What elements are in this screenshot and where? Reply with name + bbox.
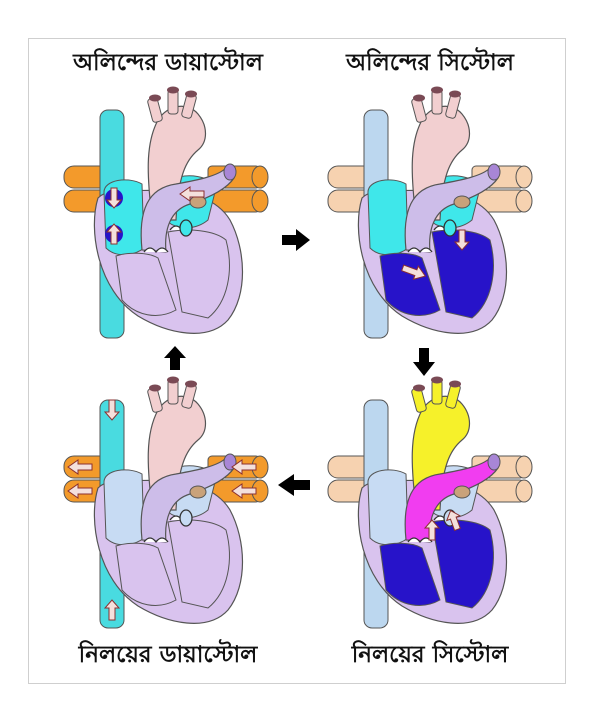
step-arrow-down [413, 348, 435, 376]
step-arrow-left [278, 474, 310, 496]
label-atrial-diastole: অলিন্দের ডায়াস্টোল [73, 50, 263, 76]
heart-ventricular-diastole [63, 375, 269, 629]
step-arrow-right [282, 229, 310, 251]
label-ventricular-systole: নিলয়ের সিস্টোল [351, 642, 509, 668]
step-arrow-up [164, 346, 186, 370]
label-ventricular-diastole: নিলয়ের ডায়াস্টোল [78, 642, 258, 668]
label-atrial-systole: অলিন্দের সিস্টোল [346, 50, 514, 76]
heart-ventricular-systole [327, 375, 533, 629]
heart-atrial-diastole [63, 85, 269, 339]
heart-atrial-systole [327, 85, 533, 339]
